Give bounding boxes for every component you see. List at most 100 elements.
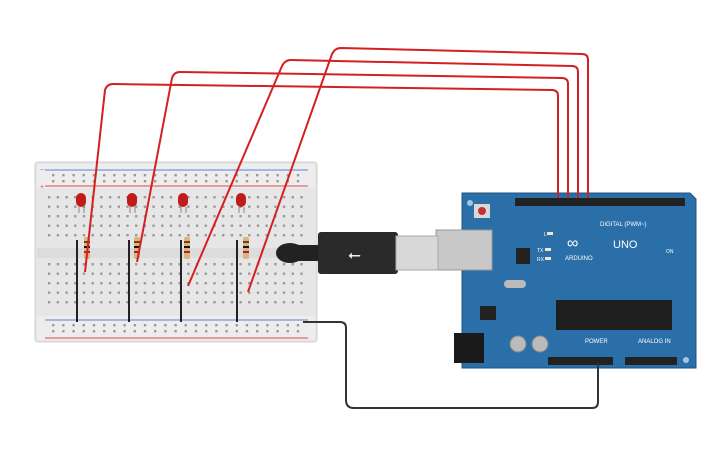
- breadboard-hole: [291, 215, 294, 218]
- breadboard-hole: [56, 205, 60, 208]
- breadboard-hole: [274, 291, 277, 294]
- breadboard-hole: [100, 263, 103, 266]
- breadboard-hole: [164, 330, 167, 333]
- breadboard-hole: [161, 205, 164, 208]
- breadboard-hole: [187, 224, 190, 227]
- breadboard-hole: [126, 301, 129, 304]
- breadboard-hole: [194, 324, 198, 327]
- led-group[interactable]: [76, 193, 246, 213]
- breadboard-hole: [143, 301, 147, 304]
- breadboard-hole: [108, 205, 112, 208]
- breadboard-hole: [65, 215, 68, 218]
- breadboard-hole: [135, 291, 138, 294]
- breadboard-hole: [184, 174, 187, 177]
- breadboard-hole: [256, 174, 259, 177]
- breadboard-hole: [72, 174, 75, 177]
- breadboard-hole: [205, 330, 208, 333]
- breadboard-hole: [174, 330, 177, 333]
- breadboard-hole: [161, 224, 164, 227]
- breadboard-hole: [300, 224, 303, 227]
- breadboard-hole: [256, 272, 260, 275]
- breadboard-hole: [235, 180, 238, 183]
- breadboard-hole: [82, 324, 85, 327]
- breadboard-hole: [108, 196, 112, 199]
- breadboard-hole: [74, 282, 77, 285]
- breadboard-hole: [274, 205, 277, 208]
- breadboard-hole: [152, 224, 155, 227]
- breadboard-hole: [82, 272, 86, 275]
- breadboard-hole: [117, 196, 120, 199]
- breadboard-hole: [161, 196, 164, 199]
- breadboard-hole: [256, 330, 259, 333]
- breadboard-hole: [300, 301, 303, 304]
- breadboard-hole: [117, 263, 120, 266]
- breadboard-hole: [56, 272, 60, 275]
- breadboard-hole: [108, 215, 112, 218]
- breadboard-hole: [265, 215, 268, 218]
- breadboard-hole: [276, 180, 279, 183]
- breadboard-hole: [256, 282, 260, 285]
- breadboard-hole: [230, 291, 234, 294]
- breadboard-hole: [187, 196, 190, 199]
- breadboard-hole: [248, 263, 251, 266]
- breadboard-hole: [82, 215, 86, 218]
- rx-label: RX: [537, 257, 545, 263]
- breadboard-hole: [161, 234, 164, 237]
- breadboard-hole: [195, 282, 199, 285]
- breadboard-hole: [56, 196, 60, 199]
- breadboard-hole: [65, 282, 68, 285]
- breadboard-hole: [274, 234, 277, 237]
- breadboard-hole: [152, 301, 155, 304]
- breadboard-hole: [239, 272, 242, 275]
- digital-pins-label: DIGITAL (PWM~): [600, 222, 647, 228]
- ground-wire[interactable]: [303, 321, 599, 409]
- breadboard-hole: [62, 324, 65, 327]
- breadboard-hole: [245, 174, 249, 177]
- breadboard-hole: [108, 291, 112, 294]
- breadboard-hole: [195, 301, 199, 304]
- breadboard-jumpers[interactable]: [76, 240, 238, 322]
- breadboard-hole: [174, 174, 177, 177]
- breadboard-hole: [230, 234, 234, 237]
- breadboard-hole: [282, 282, 286, 285]
- on-label: ON: [666, 249, 674, 255]
- breadboard-hole: [56, 263, 60, 266]
- breadboard-hole: [74, 205, 77, 208]
- breadboard-hole: [152, 263, 155, 266]
- breadboard-hole: [178, 224, 181, 227]
- signal-wires[interactable]: [84, 46, 589, 293]
- breadboard-hole: [108, 301, 112, 304]
- breadboard-hole: [195, 291, 199, 294]
- breadboard-hole: [195, 205, 199, 208]
- breadboard-hole: [169, 205, 173, 208]
- breadboard-hole: [187, 215, 190, 218]
- rail-minus-label: −: [40, 167, 44, 174]
- breadboard-hole: [143, 180, 147, 183]
- breadboard-hole: [74, 301, 77, 304]
- breadboard-hole: [143, 291, 147, 294]
- breadboard-hole: [291, 196, 294, 199]
- breadboard-hole: [82, 174, 85, 177]
- breadboard-hole: [154, 180, 157, 183]
- breadboard-hole: [276, 330, 279, 333]
- breadboard-hole: [256, 301, 260, 304]
- arduino-board[interactable]: DIGITAL (PWM~) ∞ ARDUINO UNO ON TX RX L …: [435, 192, 697, 369]
- breadboard-hole: [164, 180, 167, 183]
- resistor-3: [184, 237, 190, 259]
- breadboard-hole: [195, 196, 199, 199]
- breadboard-hole: [65, 291, 68, 294]
- breadboard-hole: [62, 174, 65, 177]
- usb-cable[interactable]: ⭠: [276, 232, 439, 274]
- breadboard-hole: [52, 180, 55, 183]
- breadboard-hole: [286, 174, 289, 177]
- breadboard-hole: [164, 324, 167, 327]
- breadboard-hole: [72, 324, 75, 327]
- breadboard-hole: [213, 272, 216, 275]
- breadboard-hole: [74, 263, 77, 266]
- breadboard-hole: [187, 291, 190, 294]
- breadboard-hole: [194, 180, 198, 183]
- breadboard[interactable]: + −: [34, 161, 318, 343]
- breadboard-hole: [100, 234, 103, 237]
- breadboard-hole: [187, 205, 190, 208]
- breadboard-hole: [82, 282, 86, 285]
